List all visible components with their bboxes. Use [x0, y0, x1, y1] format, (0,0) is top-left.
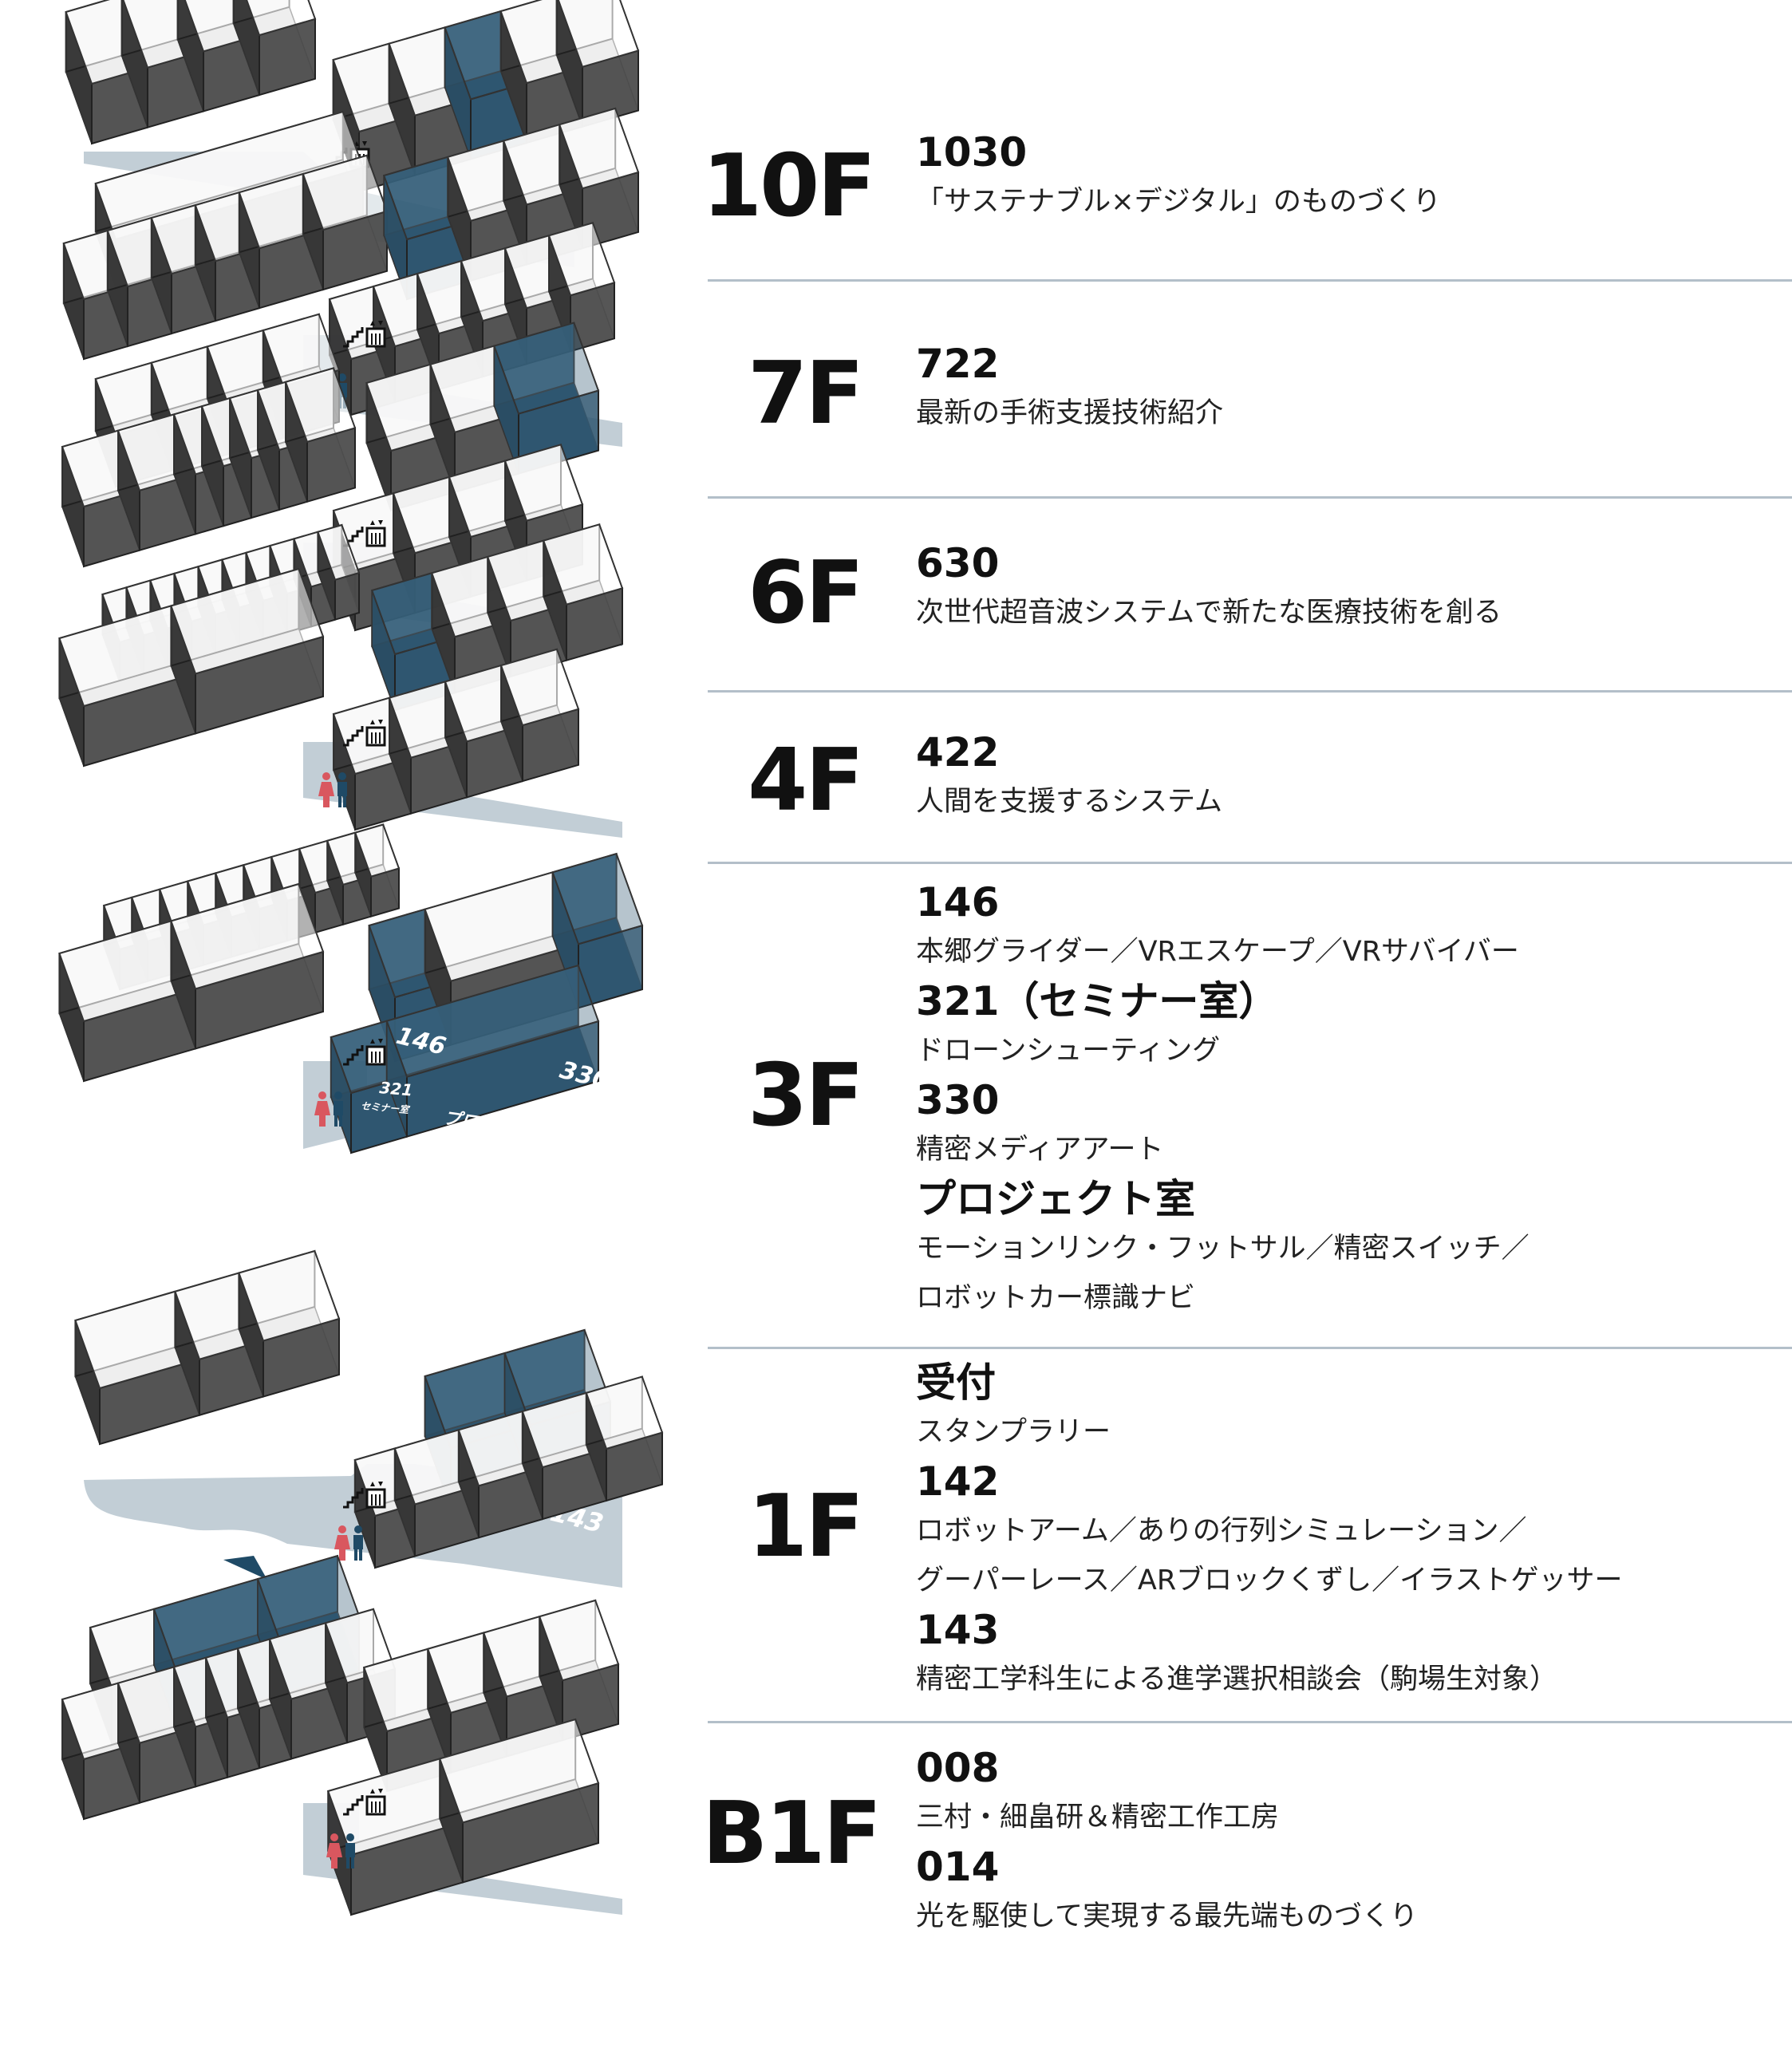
floor-label: 6F — [748, 543, 864, 643]
room-description: 本郷グライダー／VRエスケープ／VRサバイバー — [916, 936, 1519, 968]
room-description: グーパーレース／ARブロックくずし／イラストゲッサー — [916, 1565, 1623, 1596]
room-description: 次世代超音波システムで新たな医療技術を創る — [916, 597, 1502, 629]
floor-maps: 1030722630422146330321セミナー室プロジェクト室142143… — [58, 0, 664, 1916]
room-description: 最新の手術支援技術紹介 — [916, 397, 1224, 429]
room-title: 321（セミナー室） — [916, 978, 1279, 1024]
floor-label: 7F — [748, 344, 864, 444]
floor-label: B1F — [702, 1784, 882, 1884]
room-title: 146 — [916, 879, 1000, 925]
floor-divider — [708, 496, 1792, 499]
floor-map-1f: 142143 — [74, 1249, 664, 1588]
floor-label: 1F — [748, 1477, 864, 1577]
room-top-outline — [170, 882, 325, 990]
floor-room-list: 146 本郷グライダー／VRエスケープ／VRサバイバー 321（セミナー室） ドローン… — [916, 878, 1778, 1323]
room-title: 008 — [916, 1745, 1000, 1791]
room-top-outline — [385, 964, 600, 1078]
room-description: 三村・細畠研＆精密工作工房 — [916, 1801, 1280, 1833]
floor-room-list: 630 次世代超音波システムで新たな医療技術を創る — [916, 539, 1778, 637]
floor-room-list: 受付スタンプラリー 142 ロボットアーム／ありの行列シミュレーション／ グーパーレー… — [916, 1358, 1778, 1704]
room-front-wall — [334, 571, 360, 622]
room-top-outline — [246, 0, 317, 37]
floor-room-list: 008 三村・細畠研＆精密工作工房 014 光を駆使して実現する最先端ものづくり — [916, 1743, 1778, 1941]
room-top-outline — [238, 1249, 341, 1342]
room-number-label: 321 — [379, 1078, 414, 1100]
room-top-outline — [284, 367, 357, 444]
floor-divider — [708, 862, 1792, 864]
floor-map-4f: 422 — [58, 523, 624, 838]
room-top-outline — [317, 523, 361, 581]
room-title: 330 — [916, 1077, 1000, 1123]
room-description: ロボットカー標識ナビ — [916, 1282, 1196, 1314]
room-description: 精密メディアアート — [916, 1134, 1164, 1166]
room-top-outline — [438, 1718, 600, 1824]
room-top-outline — [493, 322, 600, 415]
floor-map-b1f: 008014 — [61, 1554, 622, 1916]
room-top-outline — [585, 1375, 664, 1450]
floor-label: 3F — [748, 1046, 864, 1146]
room-description: ドローンシューティング — [916, 1035, 1221, 1067]
room-top-outline — [538, 1599, 620, 1682]
floor-room-list: 722 最新の手術支援技術紹介 — [916, 339, 1778, 438]
room-description: 精密工学科生による進学選択相談会（駒場生対象） — [916, 1663, 1557, 1695]
room-top-outline — [551, 852, 644, 945]
room-top-outline — [503, 444, 584, 522]
floor-map-10f: 1030 — [65, 0, 640, 267]
floor-room-list: 422 人間を支援するシステム — [916, 728, 1778, 827]
room-top-outline — [302, 154, 389, 231]
corridor — [303, 1803, 622, 1915]
room-top-outline — [547, 222, 616, 297]
floor-room-list: 1030 「サステナブル×デジタル」のものづくり — [916, 128, 1778, 227]
room-top-outline — [353, 823, 401, 878]
room-top-outline — [499, 648, 580, 727]
room-title: 143 — [916, 1607, 1000, 1653]
room-title: 142 — [916, 1458, 1000, 1505]
floor-divider — [708, 690, 1792, 693]
floor-divider — [708, 1347, 1792, 1349]
room-number-label: プロジェクト室 — [442, 1107, 570, 1146]
room-number-label: セミナー室 — [361, 1100, 411, 1115]
room-top-outline — [170, 567, 325, 675]
room-title: 受付 — [916, 1359, 996, 1406]
floor-divider — [708, 279, 1792, 282]
room-title: 722 — [916, 341, 1000, 387]
room-top-outline — [542, 523, 624, 606]
room-description: スタンプラリー — [916, 1416, 1111, 1448]
room-title: 630 — [916, 540, 1000, 586]
floor-label: 10F — [702, 136, 876, 236]
floor-map-6f: 630 — [61, 313, 622, 646]
room-description: 人間を支援するシステム — [916, 786, 1222, 818]
floor-label: 4F — [748, 731, 864, 831]
floor-divider — [708, 1721, 1792, 1723]
room-title: プロジェクト室 — [916, 1176, 1195, 1222]
room-description: 「サステナブル×デジタル」のものづくり — [916, 186, 1441, 218]
room-title: 1030 — [916, 129, 1028, 176]
room-description: モーションリンク・フットサル／精密スイッチ／ — [916, 1233, 1530, 1265]
room-description: ロボットアーム／ありの行列シミュレーション／ — [916, 1515, 1527, 1547]
room-top-outline — [558, 107, 640, 190]
room-title: 014 — [916, 1844, 1000, 1890]
room-top-outline — [557, 0, 640, 69]
entrance-arrow-icon — [223, 1556, 267, 1580]
room-title: 422 — [916, 729, 1000, 775]
room-description: 光を駆使して実現する最先端ものづくり — [916, 1900, 1418, 1932]
